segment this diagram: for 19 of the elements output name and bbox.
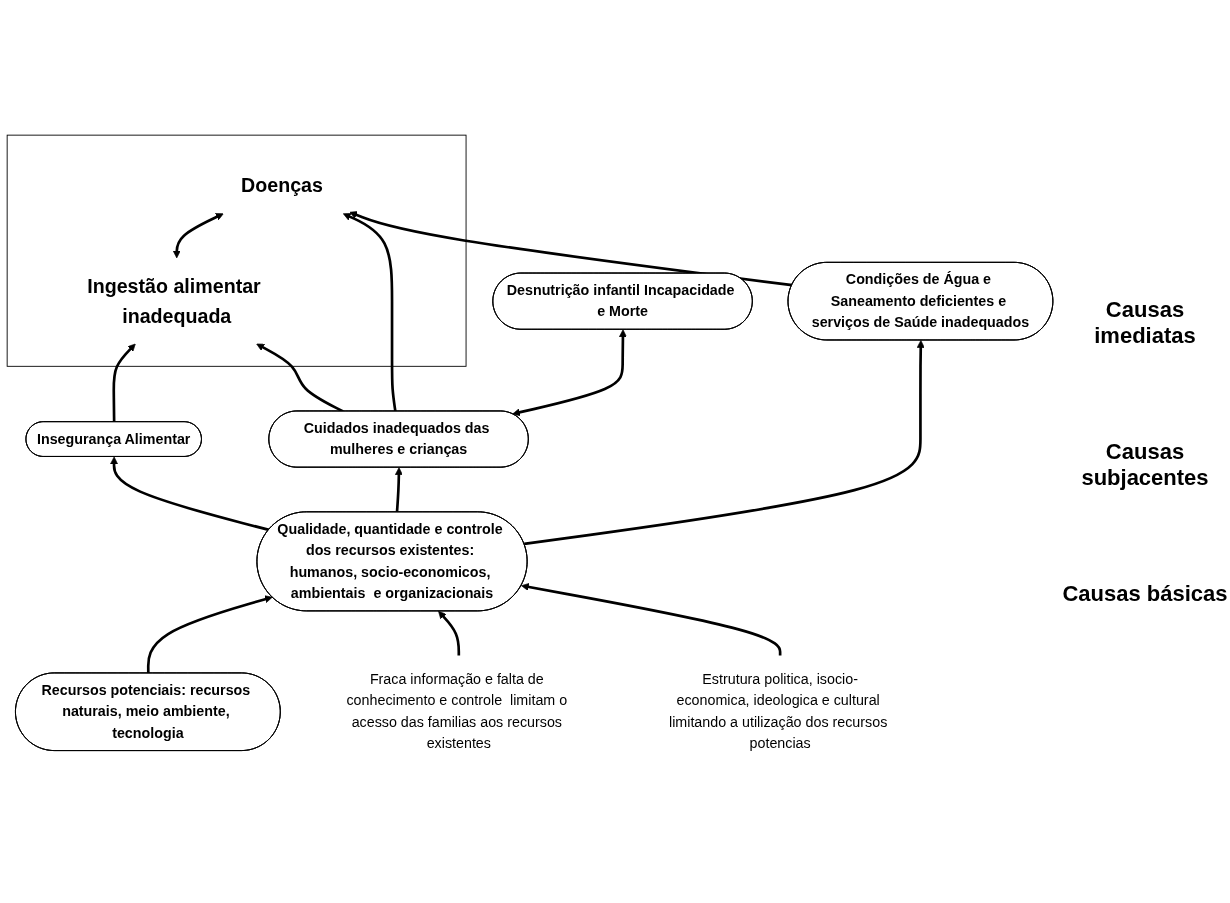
arrow bbox=[172, 213, 224, 259]
arrow bbox=[521, 583, 782, 656]
arrow bbox=[512, 329, 627, 417]
arrow bbox=[394, 467, 403, 513]
arrow bbox=[349, 211, 793, 287]
node-text: Doenças bbox=[241, 174, 323, 197]
node-text: Ingestão alimentar inadequada bbox=[87, 275, 261, 327]
node-text: Fraca informação e falta de conhecimento e controle limitam o acesso das familias aos recursos existentes bbox=[346, 671, 568, 751]
arrow bbox=[110, 456, 270, 532]
level-label: Causas subjacentes bbox=[1080, 438, 1210, 491]
level-label: Causas imediatas bbox=[1093, 296, 1197, 349]
arrow bbox=[146, 595, 273, 674]
arrow bbox=[112, 343, 136, 423]
level-label: Causas básicas bbox=[1061, 580, 1229, 607]
arrow bbox=[438, 610, 461, 656]
cluster bbox=[6, 134, 467, 367]
arrow bbox=[524, 340, 925, 546]
arrow bbox=[343, 213, 397, 412]
node-text: Estrutura politica, isocio-economica, ideologica e cultural limitando a utilização dos recursos potencias bbox=[668, 671, 888, 751]
